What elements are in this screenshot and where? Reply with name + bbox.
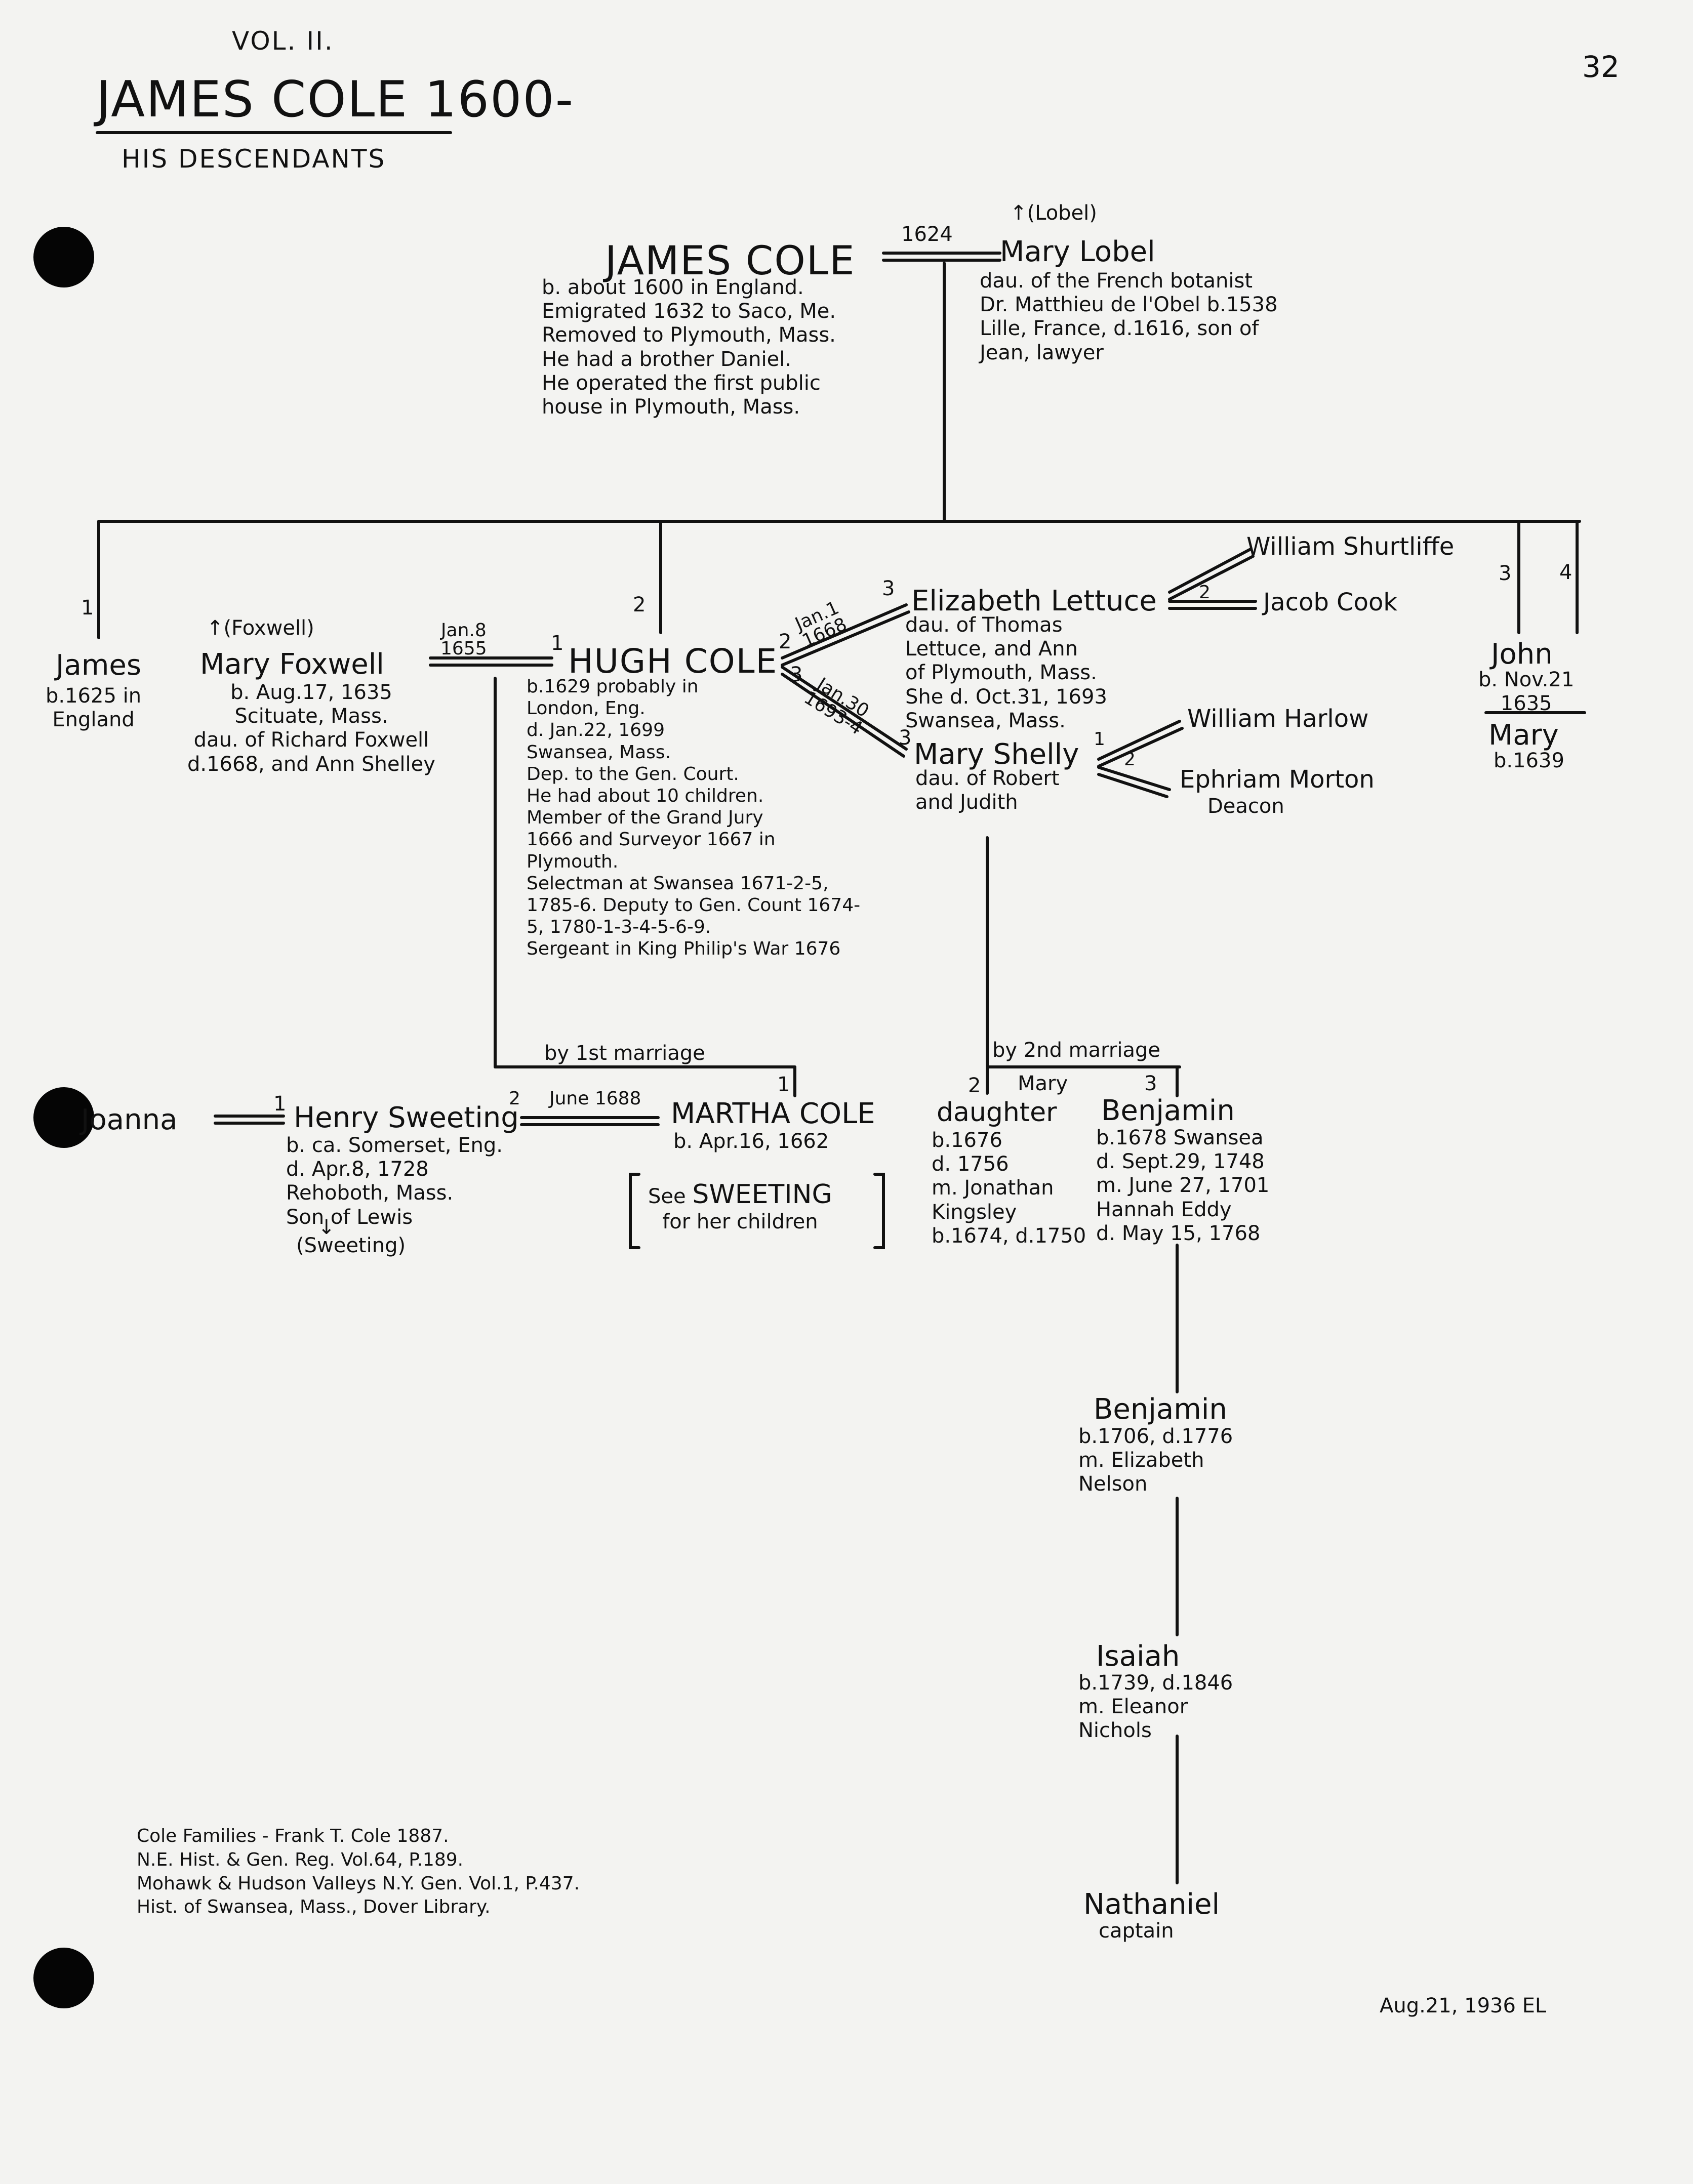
joanna-name: Joanna (81, 1103, 178, 1136)
mary-daughter-name: Mary (1018, 1072, 1068, 1095)
child-mary-details: b.1639 (1494, 749, 1564, 772)
benjamin-name: Benjamin (1101, 1094, 1235, 1127)
spouse-number-jacob-cook: 2 (1199, 582, 1211, 603)
spouse-ephriam-morton: Ephriam Morton (1180, 765, 1375, 794)
descendant-isaiah-name: Isaiah (1096, 1640, 1180, 1673)
lobel-reference: ↑(Lobel) (1010, 201, 1097, 225)
elizabeth-lettuce-name: Elizabeth Lettuce (911, 585, 1157, 617)
date-signature: Aug.21, 1936 EL (1380, 1994, 1547, 2017)
spouse-william-harlow: William Harlow (1187, 705, 1369, 733)
binder-hole-middle (33, 1087, 94, 1148)
descendant-nathaniel-name: Nathaniel (1083, 1888, 1220, 1921)
sweeting-marriage-number: 2 (509, 1088, 520, 1109)
spouse-number-william-harlow: 1 (1094, 729, 1105, 750)
descendant-nathaniel-note: captain (1099, 1919, 1174, 1943)
mary-foxwell-name: Mary Foxwell (200, 648, 384, 681)
spouse-jacob-cook: Jacob Cook (1263, 588, 1398, 616)
first-marriage-label: by 1st marriage (544, 1042, 705, 1065)
child-mary-name: Mary (1488, 719, 1559, 752)
child-number-hugh: 2 (633, 593, 646, 616)
james-cole-name: JAMES COLE (605, 238, 856, 284)
lettuce-spouse-number: 3 (882, 577, 895, 600)
sweeting-reference: (Sweeting) (296, 1234, 406, 1257)
marriage-year-1624: 1624 (901, 223, 953, 246)
child-number-martha: 1 (777, 1073, 790, 1096)
child-number-mary-daughter: 2 (968, 1074, 981, 1097)
child-number-james: 1 (81, 596, 94, 620)
henry-sweeting-number: 1 (273, 1092, 287, 1116)
descendant-benjamin-name: Benjamin (1094, 1393, 1227, 1426)
shelly-marriage-number: 3 (790, 663, 803, 686)
mary-shelly-name: Mary Shelly (914, 738, 1079, 771)
ephriam-morton-note: Deacon (1207, 795, 1284, 818)
child-john-name: John (1491, 638, 1553, 671)
page-number: 32 (1582, 50, 1620, 84)
child-number-mary: 4 (1559, 561, 1573, 584)
second-marriage-label: by 2nd marriage (992, 1039, 1160, 1062)
martha-cole-name: MARTHA COLE (671, 1097, 875, 1130)
martha-cole-details: b. Apr.16, 1662 (673, 1130, 829, 1153)
volume-label: VOL. II. (232, 26, 334, 56)
spouse-number-ephriam-morton: 2 (1124, 749, 1136, 770)
foxwell-marriage-number: 1 (551, 632, 564, 655)
james-cole-details: b. about 1600 in England.Emigrated 1632 … (542, 276, 836, 419)
page-title: JAMES COLE 1600- (96, 71, 575, 129)
lettuce-marriage-number: 2 (779, 630, 792, 653)
binder-hole-bottom (33, 1948, 94, 2008)
hugh-cole-name: HUGH COLE (568, 642, 778, 681)
foxwell-reference: ↑(Foxwell) (207, 616, 314, 640)
sweeting-marriage-date: June 1688 (549, 1088, 641, 1109)
sources-list: Cole Families - Frank T. Cole 1887.N.E. … (137, 1826, 580, 1918)
page-subtitle: HIS DESCENDANTS (122, 144, 386, 174)
mary-lobel-name: Mary Lobel (1000, 235, 1155, 268)
child-number-john: 3 (1499, 562, 1512, 585)
child-number-benjamin: 3 (1144, 1072, 1157, 1095)
child-james-name: James (56, 649, 142, 682)
see-sweeting-note: See SWEETING for her children (648, 1179, 832, 1234)
shelly-spouse-number: 3 (899, 726, 912, 750)
binder-hole-top (33, 227, 94, 287)
sweeting-ref-arrow: ↓ (318, 1216, 335, 1239)
spouse-william-shurtliffe: William Shurtliffe (1246, 532, 1455, 561)
mary-daughter-label: daughter (937, 1097, 1057, 1128)
henry-sweeting-name: Henry Sweeting (294, 1101, 519, 1134)
